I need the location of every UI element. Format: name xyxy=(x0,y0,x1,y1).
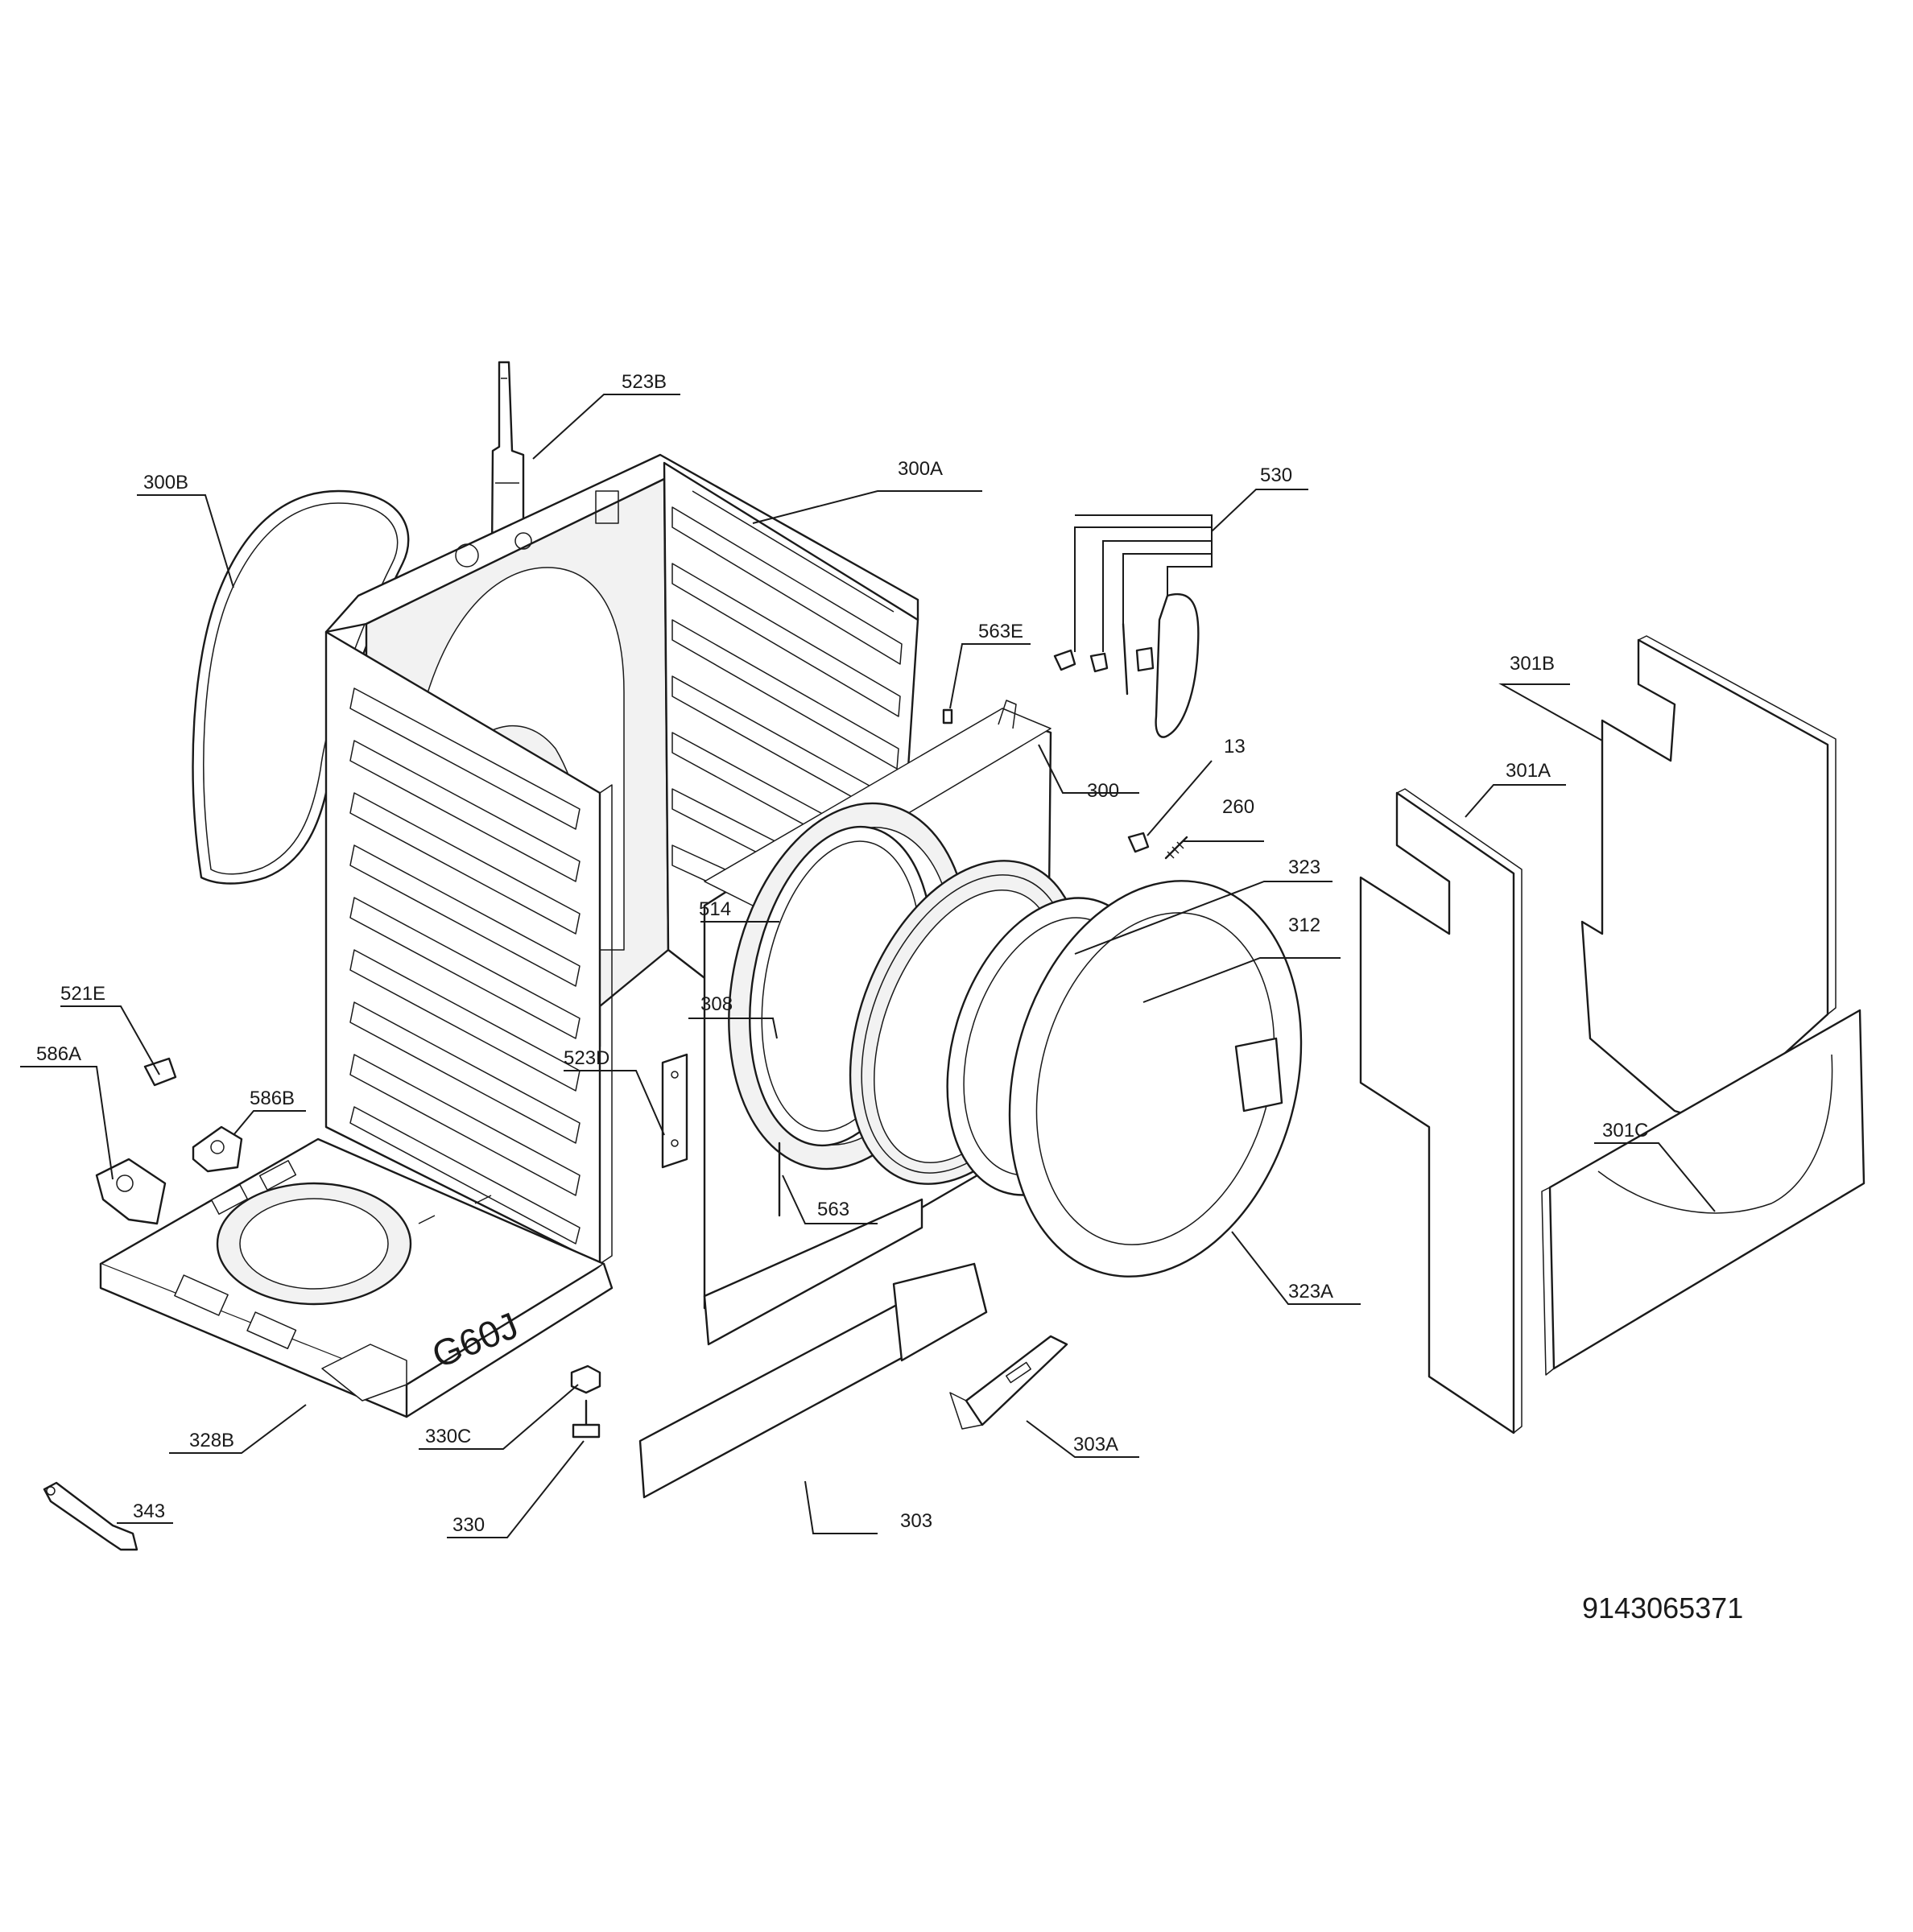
callout-523D: 523D xyxy=(564,1047,609,1069)
part-301C-panel xyxy=(1541,1009,1865,1376)
callout-312: 312 xyxy=(1288,914,1320,936)
callout-301B: 301B xyxy=(1510,653,1555,675)
callout-300B: 300B xyxy=(143,472,188,493)
callout-530: 530 xyxy=(1260,464,1292,486)
callout-523B: 523B xyxy=(622,371,667,393)
part-323A-door-outer-ring xyxy=(1008,880,1303,1278)
callout-586A: 586A xyxy=(36,1043,81,1065)
callout-330C: 330C xyxy=(425,1426,471,1447)
part-328B-base xyxy=(99,1137,614,1418)
callout-301A: 301A xyxy=(1506,760,1551,782)
callout-514: 514 xyxy=(699,898,731,920)
callout-563: 563 xyxy=(817,1199,849,1220)
part-303A-flap xyxy=(949,1335,1068,1430)
part-521E-clip xyxy=(143,1057,177,1087)
callout-343: 343 xyxy=(133,1501,165,1522)
callout-301C: 301C xyxy=(1602,1120,1648,1141)
part-301A-panel xyxy=(1359,788,1523,1435)
callout-521E: 521E xyxy=(60,983,105,1005)
part-530-lock-assembly xyxy=(1053,593,1200,738)
callout-323A: 323A xyxy=(1288,1281,1333,1302)
callout-586B: 586B xyxy=(250,1088,295,1109)
part-303-plinth xyxy=(638,1262,988,1499)
part-300B-rear-gasket xyxy=(192,489,410,885)
callout-labels: 523B 300B 300A 530 563E 301B 13 301A 300… xyxy=(36,371,1648,1536)
callout-leaders xyxy=(20,394,1716,1538)
callout-308: 308 xyxy=(700,993,733,1015)
part-260-spring xyxy=(1164,836,1188,860)
part-330-foot xyxy=(572,1399,601,1439)
part-563E-screw xyxy=(942,708,953,724)
callout-13: 13 xyxy=(1224,736,1246,758)
callout-260: 260 xyxy=(1222,796,1254,818)
part-586B-hinge xyxy=(192,1125,243,1173)
callout-328B: 328B xyxy=(189,1430,234,1451)
part-301B-panel xyxy=(1580,635,1837,1145)
part-330C-foot-nut xyxy=(570,1364,601,1394)
callout-563E: 563E xyxy=(978,621,1023,642)
part-523D-bracket xyxy=(661,1053,688,1169)
callout-303A: 303A xyxy=(1073,1434,1118,1455)
callout-303: 303 xyxy=(900,1510,932,1532)
document-number: 9143065371 xyxy=(1582,1591,1743,1624)
callout-330: 330 xyxy=(452,1514,485,1536)
part-13-cap xyxy=(1127,832,1150,853)
callout-323: 323 xyxy=(1288,857,1320,878)
part-343-wrench xyxy=(43,1481,138,1551)
part-586A-hinge xyxy=(95,1158,167,1225)
callout-300: 300 xyxy=(1087,780,1119,802)
callout-300A: 300A xyxy=(898,458,943,480)
